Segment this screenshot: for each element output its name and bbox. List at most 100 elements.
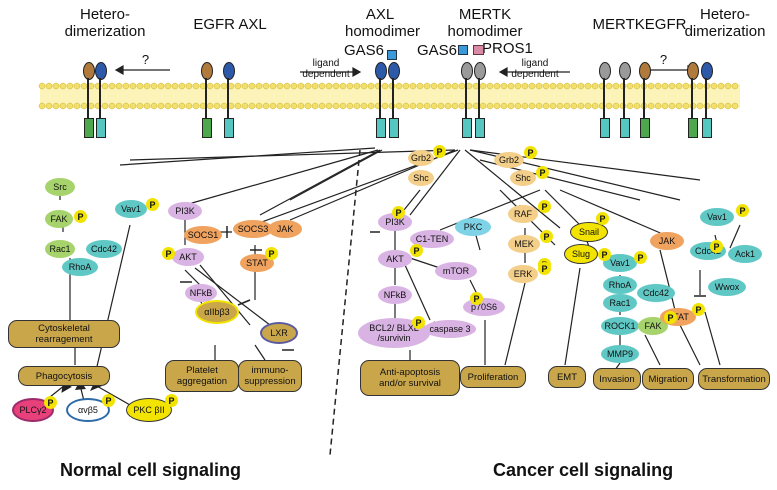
membrane-bead <box>717 82 725 90</box>
gas6-right-label: GAS6 <box>417 42 458 59</box>
membrane-bead <box>248 102 256 110</box>
membrane-bead <box>549 82 557 90</box>
membrane-bead <box>255 82 263 90</box>
receptor-body <box>620 118 630 138</box>
phospho-badge: P <box>410 244 423 257</box>
membrane-bead <box>430 102 438 110</box>
membrane-bead <box>654 102 662 110</box>
membrane-bead <box>283 82 291 90</box>
fak-mid-node: FAK <box>638 317 668 335</box>
receptor <box>201 62 213 140</box>
receptor <box>95 62 107 140</box>
slug-node: Slug <box>564 244 598 264</box>
mertk-homodimer-label: MERTK homodimer <box>447 6 523 40</box>
membrane-bead <box>542 82 550 90</box>
caspase3-node: caspase 3 <box>424 320 476 338</box>
membrane-bead <box>612 102 620 110</box>
membrane-bead <box>633 102 641 110</box>
receptor-head <box>201 62 213 80</box>
membrane-bead <box>255 102 263 110</box>
receptor <box>223 62 235 140</box>
ack1-node: Ack1 <box>728 245 762 263</box>
receptor <box>388 62 400 140</box>
membrane-bead <box>451 82 459 90</box>
membrane-bead <box>647 102 655 110</box>
receptor-head <box>223 62 235 80</box>
raf-node: RAF <box>508 205 538 223</box>
receptor-stalk <box>603 78 605 122</box>
receptor-stalk <box>643 78 645 122</box>
rhoa-left-node: RhoA <box>62 258 98 276</box>
membrane-bead <box>710 102 718 110</box>
receptor-body <box>84 118 94 138</box>
phospho-badge: P <box>596 212 609 225</box>
membrane-bead <box>185 102 193 110</box>
receptor-body <box>96 118 106 138</box>
receptor-body <box>688 118 698 138</box>
membrane-bead <box>297 102 305 110</box>
vav1-left-node: Vav1 <box>115 200 147 218</box>
membrane-bead <box>332 102 340 110</box>
mmp9-node: MMP9 <box>601 345 639 363</box>
membrane-bead <box>136 102 144 110</box>
receptor-stalk <box>465 78 467 122</box>
membrane-bead <box>262 82 270 90</box>
receptor-stalk <box>205 78 207 122</box>
lxr-node: LXR <box>260 322 298 344</box>
snail-node: Snail <box>570 222 608 242</box>
membrane-bead <box>423 82 431 90</box>
jak-left-node: JAK <box>268 220 302 238</box>
membrane-bead <box>325 102 333 110</box>
src-node: Src <box>45 178 75 196</box>
membrane-bead <box>185 82 193 90</box>
mek-node: MEK <box>508 235 540 253</box>
membrane-bead <box>206 82 214 90</box>
ligand-left-label: ligand dependent <box>302 58 350 80</box>
receptor-stalk <box>99 78 101 122</box>
membrane-bead <box>52 82 60 90</box>
membrane-bead <box>290 82 298 90</box>
receptor-body <box>202 118 212 138</box>
p70s6-node: p70S6 <box>463 298 505 316</box>
membrane-bead <box>731 82 739 90</box>
mtor-node: mTOR <box>435 262 477 280</box>
membrane-bead <box>178 82 186 90</box>
membrane-bead <box>304 82 312 90</box>
rock1-node: ROCK1 <box>601 317 639 335</box>
membrane-bead <box>129 82 137 90</box>
stat-left-node: STAT <box>240 254 274 272</box>
emt-outcome: EMT <box>548 366 586 388</box>
membrane-bead <box>164 82 172 90</box>
membrane-bead <box>626 102 634 110</box>
invasion-outcome: Invasion <box>593 368 641 390</box>
membrane-bead <box>353 102 361 110</box>
membrane-bead <box>192 82 200 90</box>
receptor-head <box>701 62 713 80</box>
membrane-bead <box>192 102 200 110</box>
membrane-bead <box>157 102 165 110</box>
membrane-bead <box>262 102 270 110</box>
membrane-bead <box>479 82 487 90</box>
membrane-bead <box>563 82 571 90</box>
antiapoptosis-outcome: Anti-apoptosis and/or survival <box>360 360 460 396</box>
membrane-bead <box>591 102 599 110</box>
receptor-stalk <box>691 78 693 122</box>
rac1-mid-node: Rac1 <box>603 294 637 312</box>
egfr-axl-label: EGFR AXL <box>193 16 267 33</box>
membrane-bead <box>479 102 487 110</box>
shc-right-node: Shc <box>510 170 536 186</box>
receptor-body <box>376 118 386 138</box>
membrane-bead <box>731 102 739 110</box>
membrane-bead <box>605 102 613 110</box>
normal-signaling-title: Normal cell signaling <box>60 460 242 480</box>
receptor-stalk <box>392 78 394 122</box>
membrane-bead <box>584 82 592 90</box>
phospho-badge: P <box>433 145 446 158</box>
membrane-bead <box>248 82 256 90</box>
phospho-badge: P <box>165 394 178 407</box>
membrane-bead <box>59 102 67 110</box>
phospho-badge: P <box>692 303 705 316</box>
membrane-bead <box>73 82 81 90</box>
phospho-badge: P <box>538 200 551 213</box>
membrane-bead <box>150 82 158 90</box>
